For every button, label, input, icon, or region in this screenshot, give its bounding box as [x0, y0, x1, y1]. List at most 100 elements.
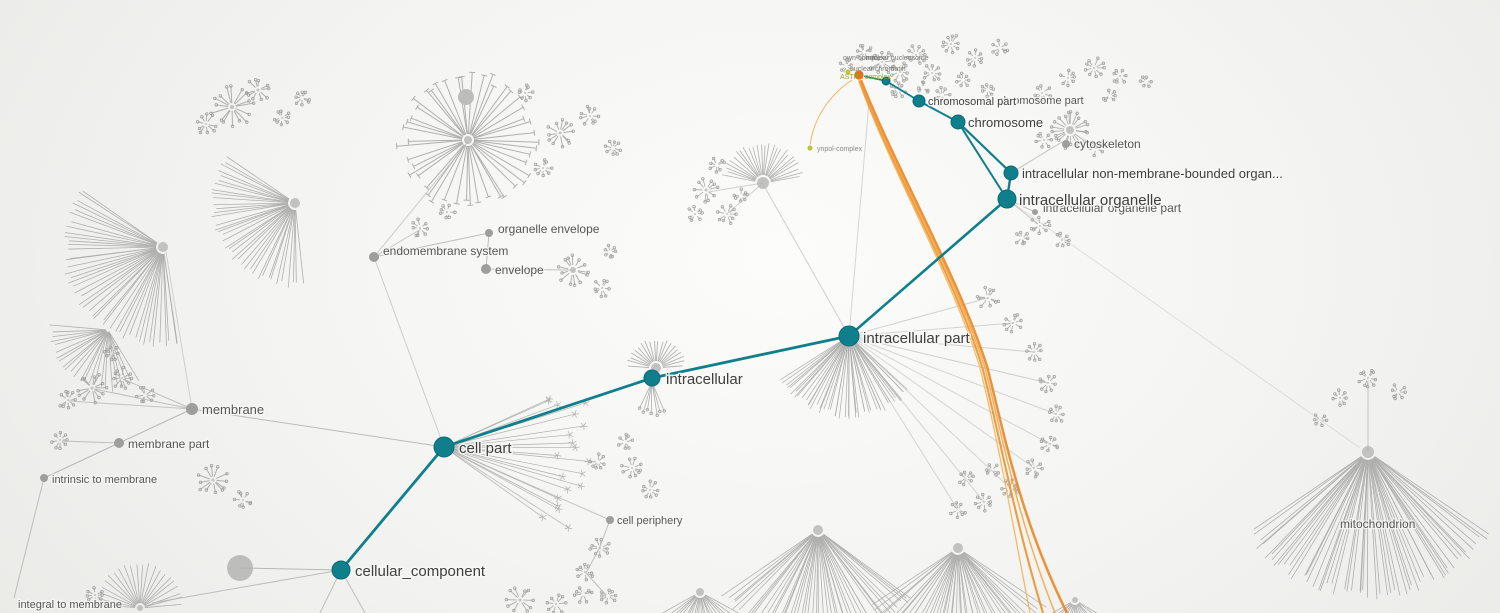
- node-circle[interactable]: [369, 252, 379, 262]
- node-circle[interactable]: [1032, 209, 1038, 215]
- spoke-tip-dot: [961, 482, 966, 487]
- burst-spoke: [560, 136, 564, 147]
- node-endomembrane-system[interactable]: endomembrane system: [369, 243, 510, 262]
- node-highlighted-term-node[interactable]: [853, 69, 865, 81]
- node-astra-complex-node[interactable]: [844, 68, 852, 76]
- node-label-intracellular-organelle-part[interactable]: intracellular organelle part: [1042, 200, 1183, 217]
- node-intracellular[interactable]: intracellular: [643, 369, 745, 390]
- node-label-membrane-part[interactable]: membrane part: [127, 436, 212, 453]
- node-intracellular-organelle-part[interactable]: intracellular organelle part: [1032, 200, 1183, 217]
- node-label-envelope[interactable]: envelope: [494, 262, 546, 279]
- node-chromosome[interactable]: chromosome: [950, 114, 1045, 132]
- burst-cluster: [1015, 230, 1030, 246]
- node-label-intrinsic-to-membrane[interactable]: intrinsic to membrane: [51, 473, 159, 488]
- node-cell-periphery[interactable]: cell periphery: [606, 514, 684, 529]
- node-mitochondrion[interactable]: mitochondrion: [1339, 516, 1417, 533]
- burst-spoke: [599, 462, 605, 465]
- burst-spoke: [932, 554, 956, 613]
- node-circle[interactable]: [881, 76, 891, 86]
- spoke-tip-star: [567, 431, 571, 435]
- node-integral-to-membrane[interactable]: integral to membrane: [17, 598, 123, 613]
- node-circle[interactable]: [481, 264, 491, 274]
- node-label-cell-part[interactable]: cell part: [458, 439, 514, 459]
- node-circle[interactable]: [997, 189, 1017, 209]
- burst-spoke: [787, 337, 848, 388]
- spoke-tip-dot: [423, 232, 427, 236]
- node-label-cytoskeleton[interactable]: cytoskeleton: [1073, 136, 1142, 153]
- node-ynpol-complex-node[interactable]: [806, 144, 814, 152]
- spoke-tip-dot: [886, 70, 891, 75]
- tiny-node-label-3[interactable]: ASTRA complex: [840, 74, 891, 81]
- node-cell-part[interactable]: cell part: [433, 436, 514, 459]
- node-label-cell-periphery[interactable]: cell periphery: [616, 514, 684, 529]
- node-label-integral-to-membrane[interactable]: integral to membrane: [17, 598, 123, 613]
- node-label-intracellular-part[interactable]: intracellular part: [862, 329, 973, 349]
- spoke-tip-dot: [1072, 75, 1076, 79]
- selected-path-edge: [339, 445, 446, 572]
- spoke-tip-dot: [904, 77, 909, 81]
- burst-spoke: [107, 331, 118, 385]
- node-cellular-component[interactable]: cellular_component: [331, 560, 488, 582]
- node-label-organelle-envelope[interactable]: organelle envelope: [497, 221, 601, 238]
- node-intracellular-organelle[interactable]: intracellular organelle: [997, 189, 1164, 211]
- node-circle[interactable]: [643, 369, 661, 387]
- node-envelope[interactable]: envelope: [481, 262, 546, 279]
- node-nucleosome-node[interactable]: [881, 76, 891, 86]
- node-label-intracellular[interactable]: intracellular: [665, 370, 745, 390]
- node-circle[interactable]: [838, 325, 860, 347]
- tiny-node-label-0[interactable]: own-complex: [843, 55, 885, 62]
- burst-spoke: [104, 580, 137, 606]
- node-circle[interactable]: [1003, 165, 1019, 181]
- node-label-chromosome-part[interactable]: chromosome part: [997, 94, 1085, 109]
- burst-spoke: [694, 597, 699, 613]
- spoke-tip-dot: [578, 115, 583, 120]
- spoke-tip-dot: [119, 384, 124, 388]
- node-label-membrane[interactable]: membrane: [201, 401, 266, 419]
- node-circle[interactable]: [1062, 140, 1070, 148]
- node-intracellular-part[interactable]: intracellular part: [838, 325, 973, 349]
- burst-spoke: [1372, 458, 1449, 574]
- node-label-cellular-component[interactable]: cellular_component: [354, 562, 488, 582]
- node-intrinsic-to-membrane[interactable]: intrinsic to membrane: [40, 473, 159, 488]
- tiny-node-label-2[interactable]: nuclear chromatin: [850, 66, 906, 73]
- spoke-tip-dot: [572, 283, 577, 287]
- spoke-tip-dot: [730, 216, 735, 221]
- burst-cluster: [411, 217, 430, 238]
- burst-spoke: [107, 331, 113, 392]
- tiny-node-label-4[interactable]: ynpol-complex: [817, 146, 863, 153]
- burst-spoke: [960, 554, 985, 613]
- burst-spoke: [982, 494, 984, 500]
- burst-spoke: [658, 340, 668, 362]
- node-circle[interactable]: [40, 474, 48, 482]
- node-membrane-part[interactable]: membrane part: [114, 436, 212, 453]
- node-circle[interactable]: [606, 516, 614, 524]
- gray-edge: [373, 256, 445, 448]
- node-chromosome-part[interactable]: chromosome part: [997, 94, 1085, 109]
- node-intracellular-non-membrane-bounded-organelle[interactable]: intracellular non-membrane-bounded organ…: [1003, 165, 1285, 183]
- node-circle[interactable]: [950, 114, 966, 130]
- node-chromosomal-part[interactable]: chromosomal part: [912, 94, 1018, 110]
- node-label-mitochondrion[interactable]: mitochondrion: [1339, 516, 1417, 533]
- gray-disc-node[interactable]: [458, 89, 474, 105]
- node-circle[interactable]: [485, 229, 493, 237]
- burst-spoke: [296, 96, 301, 99]
- node-label-chromosome[interactable]: chromosome: [967, 114, 1045, 132]
- node-membrane[interactable]: membrane: [186, 401, 266, 419]
- burst-spoke: [647, 383, 653, 410]
- node-circle[interactable]: [186, 403, 198, 415]
- node-organelle-envelope[interactable]: organelle envelope: [485, 221, 601, 238]
- burst-spoke: [918, 50, 924, 54]
- selected-path-layer: [339, 75, 1013, 572]
- node-circle[interactable]: [912, 94, 926, 108]
- node-label-intracellular-non-membrane-bounded-organelle[interactable]: intracellular non-membrane-bounded organ…: [1021, 165, 1285, 183]
- node-circle[interactable]: [433, 436, 455, 458]
- node-label-chromosomal-part[interactable]: chromosomal part: [927, 95, 1018, 110]
- node-cytoskeleton[interactable]: cytoskeleton: [1062, 136, 1142, 153]
- node-circle[interactable]: [114, 438, 124, 448]
- tiny-node-label-1[interactable]: nuclear nucleosome: [866, 55, 929, 62]
- node-label-intracellular-organelle[interactable]: intracellular organelle: [1018, 191, 1164, 211]
- node-circle[interactable]: [331, 560, 351, 580]
- node-label-endomembrane-system[interactable]: endomembrane system: [382, 243, 510, 260]
- cluster-center-disc: [230, 105, 234, 109]
